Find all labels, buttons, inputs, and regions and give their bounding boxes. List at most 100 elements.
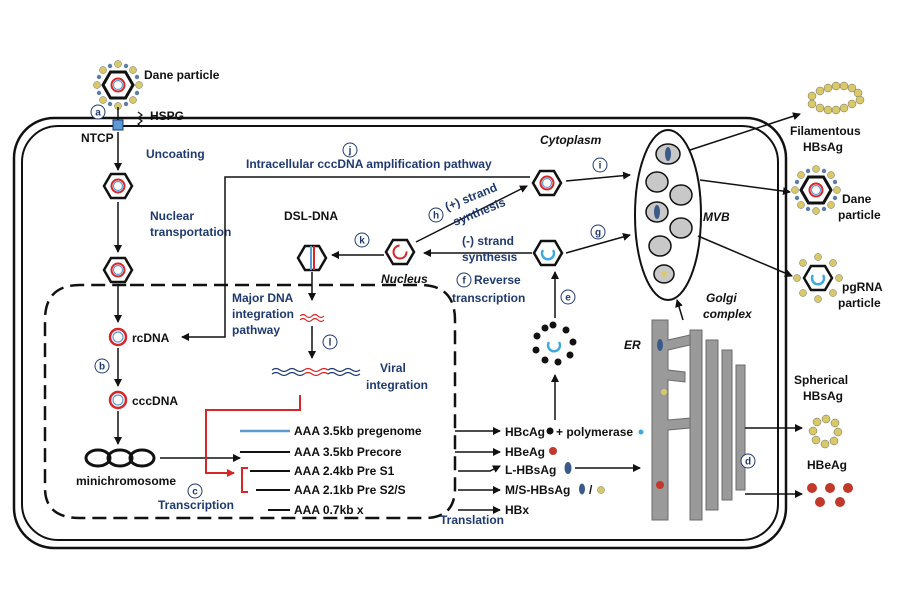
- rcdna-label: rcDNA: [132, 331, 170, 345]
- viral-integration-label-1: Viral: [380, 361, 406, 375]
- capsid-reverse-transcribing: [384, 238, 416, 266]
- step-g-marker: g: [590, 224, 606, 240]
- hspg-squiggle: [137, 111, 143, 128]
- svg-text:c: c: [192, 487, 198, 498]
- svg-text:l: l: [329, 338, 332, 349]
- dsl-dna-capsid: [296, 244, 328, 272]
- dane-output-label-2: particle: [838, 208, 881, 222]
- mvb-label: MVB: [703, 210, 730, 224]
- step-k-marker: k: [354, 232, 370, 248]
- cell-inner-membrane: [21, 125, 779, 541]
- golgi-er-complex: [651, 319, 746, 521]
- ms-hbsag-label: M/S-HBsAg: [505, 483, 570, 497]
- pgrna-capsid: [532, 239, 564, 267]
- step-f-marker: f: [456, 272, 472, 288]
- golgi-label-1: Golgi: [706, 291, 737, 305]
- ms-hbsag-slash: /: [589, 483, 593, 497]
- m-hbsag-shape: [579, 483, 585, 495]
- hbcag-dot: [546, 427, 554, 435]
- dane-output-label-1: Dane: [842, 192, 872, 206]
- nuclear-transport-label-2: transportation: [150, 225, 231, 239]
- pgrna-label-1: pgRNA: [842, 280, 883, 294]
- capsid-nuclear-pore: [102, 256, 134, 284]
- dsl-dna-label: DSL-DNA: [284, 209, 338, 223]
- svg-text:b: b: [99, 362, 105, 373]
- svg-text:k: k: [359, 236, 365, 247]
- major-integration-label-3: pathway: [232, 323, 280, 337]
- minichromosome-label: minichromosome: [76, 474, 176, 488]
- secreted-dane-particle: [790, 164, 842, 216]
- viral-integration-label-2: integration: [366, 378, 428, 392]
- svg-text:i: i: [599, 161, 602, 172]
- svg-text:g: g: [595, 228, 601, 239]
- dane-particle-label: Dane particle: [144, 68, 220, 82]
- step-i-marker: i: [592, 157, 608, 173]
- svg-text:j: j: [348, 146, 352, 157]
- transcript-pre-s2-s: AAA 2.1kb Pre S2/S: [294, 483, 406, 497]
- nucleus-label: Nucleus: [381, 272, 428, 286]
- minus-strand-label-2: synthesis: [462, 250, 518, 264]
- dane-particle-entering: [92, 59, 144, 111]
- hbeag-protein-label: HBeAg: [505, 445, 545, 459]
- svg-text:h: h: [433, 211, 439, 222]
- reverse-transcription-label-1: Reverse: [474, 273, 521, 287]
- pgrna-label-2: particle: [838, 296, 881, 310]
- cccdna-label: cccDNA: [132, 394, 178, 408]
- integration-transcript-connector: [205, 395, 301, 477]
- mature-capsid-cytoplasm: [531, 169, 563, 197]
- reverse-transcription-label-2: transcription: [452, 291, 525, 305]
- step-c-marker: c: [187, 483, 203, 499]
- transcript-pre-s1: AAA 2.4kb Pre S1: [294, 464, 395, 478]
- filamentous-label-2: HBsAg: [803, 140, 843, 154]
- er-label: ER: [624, 338, 641, 352]
- svg-text:f: f: [462, 276, 466, 287]
- nuclear-transport-label-1: Nuclear: [150, 209, 194, 223]
- hbx-label: HBx: [505, 503, 529, 517]
- capsid-cytoplasm: [102, 172, 134, 200]
- secreted-hbeag: [807, 483, 853, 507]
- spherical-label-2: HBsAg: [803, 389, 843, 403]
- cytoplasm-label: Cytoplasm: [540, 133, 602, 147]
- step-j-marker: j: [342, 142, 358, 158]
- filamentous-hbsag-particle: [807, 81, 865, 115]
- step-e-marker: e: [560, 289, 576, 305]
- nucleus-boundary: [43, 283, 457, 520]
- hbeag-output-label: HBeAg: [807, 458, 847, 472]
- svg-text:e: e: [565, 293, 571, 304]
- integrated-host-dna: [271, 367, 361, 377]
- cell-outer-membrane: [12, 116, 788, 550]
- filamentous-label-1: Filamentous: [790, 124, 861, 138]
- intracellular-pathway-label: Intracellular cccDNA amplification pathw…: [246, 157, 492, 171]
- cccdna-circle: [108, 390, 128, 410]
- step-l-marker: l: [322, 334, 338, 350]
- major-integration-label-2: integration: [232, 307, 294, 321]
- transcription-label: Transcription: [158, 498, 234, 512]
- l-hbsag-shape: [564, 462, 572, 474]
- s-hbsag-shape: [597, 486, 605, 494]
- step-b-marker: b: [94, 358, 110, 374]
- hbeag-protein-dot: [549, 447, 557, 455]
- golgi-label-2: complex: [703, 307, 753, 321]
- rcdna-circle: [108, 327, 128, 347]
- intracellular-amplification-arrow: [181, 176, 530, 341]
- hbcag-label: HBcAg: [505, 425, 545, 439]
- hspg-label: HSPG: [150, 109, 184, 123]
- minus-strand-label-1: (-) strand: [462, 234, 514, 248]
- step-h-marker: h: [428, 207, 444, 223]
- transcript-x: AAA 0.7kb x: [294, 503, 364, 517]
- polymerase-label: + polymerase: [556, 425, 633, 439]
- svg-text:d: d: [745, 457, 751, 468]
- major-integration-label-1: Major DNA: [232, 291, 294, 305]
- transcript-pregenome: AAA 3.5kb pregenome: [294, 424, 422, 438]
- pgrna-particle: [793, 253, 843, 303]
- l-hbsag-label: L-HBsAg: [505, 463, 556, 477]
- minichromosome: [84, 448, 156, 468]
- spherical-label-1: Spherical: [794, 373, 848, 387]
- translation-label: Translation: [440, 513, 504, 527]
- step-d-marker: d: [740, 453, 756, 469]
- integration-bracket: [241, 467, 248, 493]
- ntcp-receptor: [112, 119, 124, 131]
- transcript-precore: AAA 3.5kb Precore: [294, 445, 402, 459]
- step-a-marker: a: [90, 104, 106, 120]
